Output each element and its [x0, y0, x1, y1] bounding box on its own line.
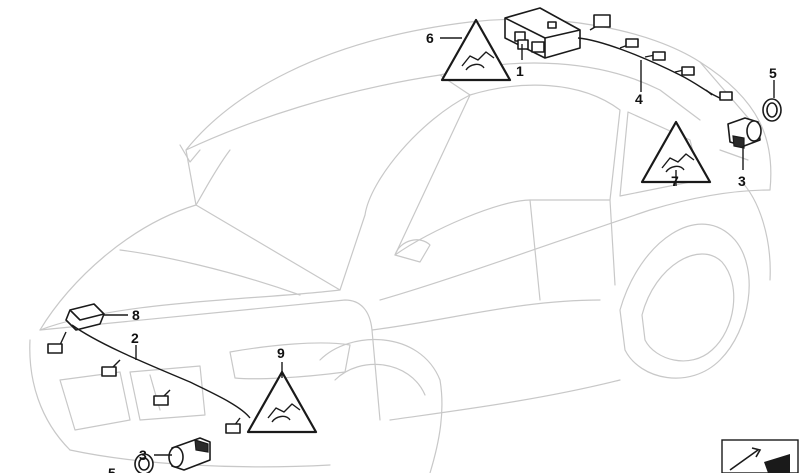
electrical-warning-icon: [246, 370, 318, 434]
callout-3-front: 3: [139, 447, 147, 463]
page-turn-icon[interactable]: [721, 439, 799, 473]
front-sensor-ring: [134, 453, 154, 473]
leader-lines: [104, 37, 775, 456]
rear-sensor-ring: [762, 98, 782, 122]
callout-4: 4: [635, 91, 643, 107]
callout-1: 1: [516, 63, 524, 79]
callout-5-rear: 5: [769, 65, 777, 81]
callout-9: 9: [277, 345, 285, 361]
rear-wiring-harness: [577, 14, 733, 101]
callout-2: 2: [131, 330, 139, 346]
callout-7: 7: [671, 173, 679, 189]
callout-5-front: 5: [108, 465, 116, 473]
electrical-warning-icon: [440, 18, 512, 82]
callout-8: 8: [132, 307, 140, 323]
callout-3-rear: 3: [738, 173, 746, 189]
car-outline: [29, 18, 772, 473]
front-park-sensor: [168, 437, 211, 471]
callout-6: 6: [426, 30, 434, 46]
front-wiring-harness: [47, 324, 251, 434]
control-module: [504, 7, 581, 59]
front-control-unit: [65, 303, 105, 331]
rear-park-sensor: [727, 117, 762, 149]
